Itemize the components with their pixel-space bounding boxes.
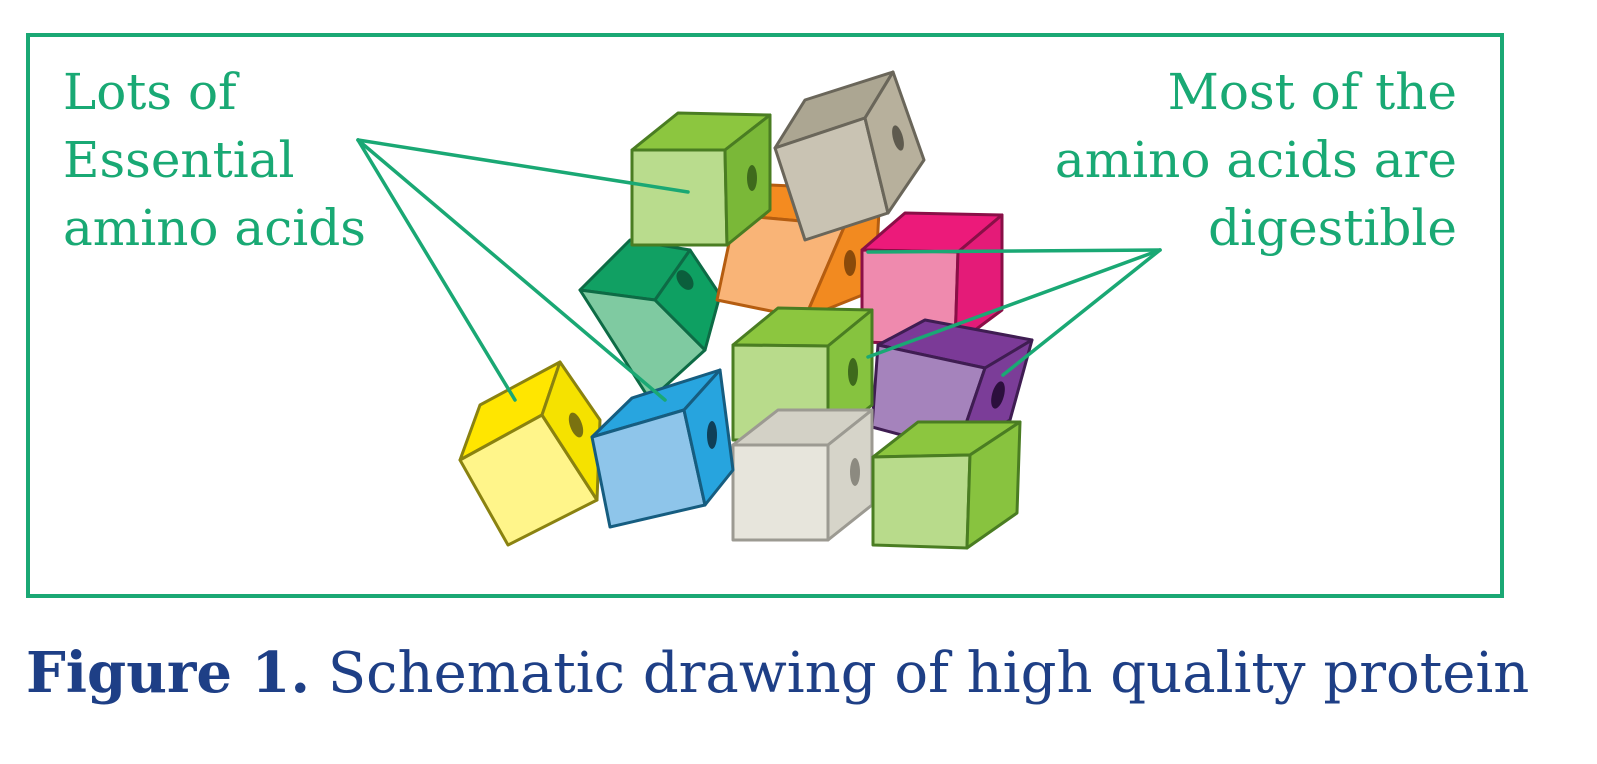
cube-teal — [578, 238, 722, 402]
cube-white — [731, 408, 874, 542]
cube-taupe — [773, 70, 926, 242]
cube-green-top — [630, 111, 772, 247]
pointer-line-essential-1 — [356, 138, 690, 194]
cube-blue — [590, 368, 735, 529]
essential-amino-acids-label: Lots of Essential amino acids — [63, 63, 366, 257]
cube-green-bottom-side — [965, 420, 1022, 550]
pointer-line-essential-2 — [356, 138, 667, 402]
figure-caption-label: Figure 1. — [26, 640, 310, 706]
figure-caption: Figure 1. Schematic drawing of high qual… — [26, 640, 1529, 706]
cube-yellow — [458, 360, 602, 547]
cube-green-bottom-front — [871, 453, 972, 550]
pointer-line-digestible-3 — [1001, 248, 1162, 377]
cube-yellow-side — [540, 360, 602, 502]
figure-caption-text: Schematic drawing of high quality protei… — [327, 641, 1530, 706]
pointer-line-digestible-1 — [866, 248, 1162, 254]
diagram-frame — [26, 33, 1504, 598]
cube-green-top-front — [630, 148, 729, 247]
pointer-line-digestible-2 — [866, 248, 1162, 359]
cube-white-front — [731, 443, 830, 542]
digestible-amino-acids-label: Most of the amino acids are digestible — [1054, 63, 1457, 257]
cube-green-bottom — [871, 420, 1022, 550]
pointer-line-essential-3 — [356, 138, 517, 402]
